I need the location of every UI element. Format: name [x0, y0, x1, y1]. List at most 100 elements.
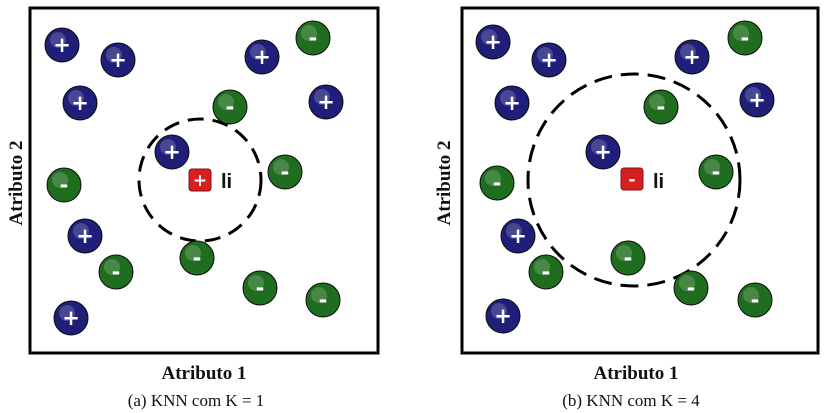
- negative-point: -: [479, 165, 515, 201]
- point-highlight: [311, 287, 327, 303]
- neighborhood-circle: [526, 72, 742, 288]
- positive-point-symbol: +: [71, 91, 89, 115]
- positive-point: +: [67, 218, 103, 254]
- negative-point: -: [212, 89, 248, 125]
- negative-point-symbol: -: [256, 276, 265, 300]
- positive-point-marker: [244, 39, 280, 75]
- positive-point-marker: [475, 24, 511, 60]
- point-highlight: [218, 94, 234, 110]
- negative-point-marker: [737, 282, 773, 318]
- positive-point-symbol: +: [109, 48, 127, 72]
- point-highlight: [679, 275, 695, 291]
- plot-frame: [460, 6, 820, 355]
- negative-point-marker: [698, 154, 734, 190]
- negative-point-marker: [305, 282, 341, 318]
- negative-point: -: [698, 154, 734, 190]
- positive-point-marker: [100, 42, 136, 78]
- negative-point-marker: [643, 89, 679, 125]
- positive-point: +: [53, 300, 89, 336]
- query-label: li: [653, 171, 664, 193]
- negative-point: -: [98, 254, 134, 290]
- point-highlight: [537, 47, 553, 63]
- positive-point-marker: [674, 39, 710, 75]
- negative-point-marker: [610, 240, 646, 276]
- point-highlight: [68, 90, 84, 106]
- negative-point-marker: [673, 270, 709, 306]
- positive-point-symbol: +: [683, 45, 701, 69]
- positive-point-marker: [500, 218, 536, 254]
- negative-point: -: [610, 240, 646, 276]
- positive-point-marker: [154, 134, 190, 170]
- query-symbol: -: [628, 170, 635, 190]
- panel-knn-k1: +++-+-++--+---+- + li Atributo 2 Atribut…: [6, 6, 380, 410]
- neighborhood-circle: [137, 117, 263, 243]
- positive-point: +: [308, 84, 344, 120]
- positive-point-symbol: +: [62, 306, 80, 330]
- point-highlight: [745, 87, 761, 103]
- negative-point: -: [295, 20, 331, 56]
- negative-point: -: [305, 282, 341, 318]
- positive-point-symbol: +: [53, 33, 71, 57]
- positive-point-symbol: +: [748, 88, 766, 112]
- negative-point: -: [737, 282, 773, 318]
- point-highlight: [733, 25, 749, 41]
- negative-point: -: [673, 270, 709, 306]
- point-highlight: [743, 287, 759, 303]
- negative-point-marker: [179, 240, 215, 276]
- negative-point-marker: [267, 154, 303, 190]
- positive-point: +: [154, 134, 190, 170]
- positive-point: +: [485, 298, 521, 334]
- positive-point-symbol: +: [484, 30, 502, 54]
- positive-point: +: [44, 27, 80, 63]
- point-highlight: [649, 94, 665, 110]
- negative-point-symbol: -: [60, 173, 69, 197]
- caption: (b) KNN com K = 4: [562, 391, 700, 410]
- negative-point: -: [46, 167, 82, 203]
- x-axis-label: Atributo 1: [594, 363, 679, 384]
- negative-point: -: [727, 20, 763, 56]
- positive-point-marker: [62, 85, 98, 121]
- point-highlight: [704, 159, 720, 175]
- positive-point-marker: [739, 82, 775, 118]
- point-highlight: [73, 223, 89, 239]
- point-highlight: [491, 303, 507, 319]
- point-highlight: [52, 172, 68, 188]
- point-highlight: [185, 245, 201, 261]
- negative-point: -: [242, 270, 278, 306]
- positive-point: +: [674, 39, 710, 75]
- positive-point-symbol: +: [317, 90, 335, 114]
- positive-point-symbol: +: [594, 140, 612, 164]
- query-point: - li: [620, 167, 664, 193]
- negative-point-symbol: -: [741, 26, 750, 50]
- point-highlight: [273, 159, 289, 175]
- positive-point-marker: [67, 218, 103, 254]
- negative-point-marker: [98, 254, 134, 290]
- negative-point-marker: [479, 165, 515, 201]
- point-highlight: [301, 25, 317, 41]
- point-highlight: [481, 29, 497, 45]
- positive-point-symbol: +: [163, 140, 181, 164]
- panel-knn-k4: +++-+-++--+---+- - li Atributo 2 Atribut…: [420, 0, 840, 413]
- positive-point: +: [494, 85, 530, 121]
- point-highlight: [248, 275, 264, 291]
- negative-point-symbol: -: [657, 95, 666, 119]
- positive-point: +: [62, 85, 98, 121]
- query-marker: [620, 167, 644, 191]
- negative-point-symbol: -: [193, 246, 202, 270]
- point-highlight: [680, 44, 696, 60]
- point-highlight: [50, 32, 66, 48]
- negative-point-symbol: -: [687, 276, 696, 300]
- negative-point-symbol: -: [112, 260, 121, 284]
- negative-point: -: [528, 254, 564, 290]
- knn-diagram-b: +++-+-++--+---+- - li Atributo 2 Atribut…: [434, 6, 820, 410]
- positive-point: +: [500, 218, 536, 254]
- positive-point-marker: [494, 85, 530, 121]
- positive-point-symbol: +: [76, 224, 94, 248]
- positive-point-marker: [485, 298, 521, 334]
- point-highlight: [616, 245, 632, 261]
- query-symbol: +: [193, 171, 207, 191]
- positive-point-symbol: +: [253, 45, 271, 69]
- x-axis-label: Atributo 1: [162, 363, 247, 384]
- points-group: +++-+-++--+---+-: [475, 20, 775, 334]
- point-highlight: [506, 223, 522, 239]
